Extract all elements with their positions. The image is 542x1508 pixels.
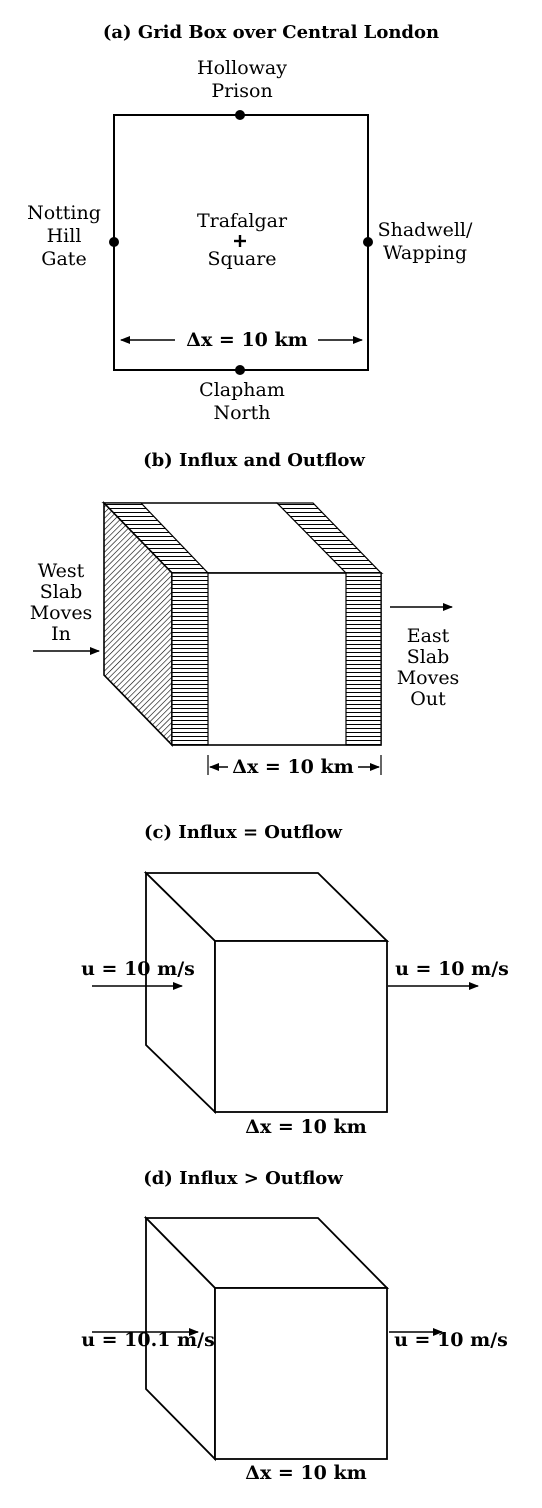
panel-c-u-out: u = 10 m/s <box>395 958 509 980</box>
center-label-1: Trafalgar <box>197 210 288 232</box>
south-label-2: North <box>213 402 270 424</box>
panel-b-dx-label: Δx = 10 km <box>232 756 354 778</box>
panel-c-u-in: u = 10 m/s <box>81 958 195 980</box>
panel-d-u-out: u = 10 m/s <box>394 1329 508 1351</box>
panel-b-title: (b) Influx and Outflow <box>143 450 365 471</box>
south-label-1: Clapham <box>199 379 285 401</box>
center-cross-icon <box>234 235 246 247</box>
panel-d-title: (d) Influx > Outflow <box>143 1168 343 1189</box>
panel-a-dx-label: Δx = 10 km <box>186 329 308 351</box>
west-label-3: Gate <box>41 248 86 270</box>
east-label-1: Shadwell/ <box>378 219 473 241</box>
east-label-2: Wapping <box>383 242 467 264</box>
east-slab-label-4: Out <box>410 688 446 710</box>
west-point <box>109 237 119 247</box>
panel-a-title: (a) Grid Box over Central London <box>103 22 439 43</box>
west-slab-label-4: In <box>51 623 71 645</box>
south-point <box>235 365 245 375</box>
east-slab-label-2: Slab <box>407 646 450 668</box>
west-slab-label-3: Moves <box>30 602 93 624</box>
panel-c-dx-label: Δx = 10 km <box>245 1116 367 1138</box>
west-label-1: Notting <box>27 202 101 224</box>
east-slab-label-1: East <box>407 625 450 647</box>
west-slab-label-2: Slab <box>40 581 83 603</box>
panel-c-title: (c) Influx = Outflow <box>144 822 342 843</box>
north-label-1: Holloway <box>197 57 287 79</box>
panel-b: (b) Influx and Outflow West Slab Moves I… <box>30 450 460 778</box>
north-point <box>235 110 245 120</box>
center-label-2: Square <box>207 248 276 270</box>
east-point <box>363 237 373 247</box>
panel-d-dx-label: Δx = 10 km <box>245 1462 367 1484</box>
east-slab-front <box>345 572 382 746</box>
cube-d-front <box>214 1287 388 1460</box>
west-slab-front <box>171 572 209 746</box>
east-slab-label-3: Moves <box>397 667 460 689</box>
west-label-2: Hill <box>47 225 82 247</box>
panel-a: (a) Grid Box over Central London Hollowa… <box>27 22 473 424</box>
panel-d-u-in: u = 10.1 m/s <box>81 1329 215 1351</box>
west-slab-label-1: West <box>38 560 85 582</box>
cube-c-front <box>214 940 388 1113</box>
panel-c: (c) Influx = Outflow u = 10 m/s u = 10 m… <box>81 822 509 1138</box>
panel-d: (d) Influx > Outflow u = 10.1 m/s u = 10… <box>81 1168 508 1484</box>
north-label-2: Prison <box>211 80 272 102</box>
